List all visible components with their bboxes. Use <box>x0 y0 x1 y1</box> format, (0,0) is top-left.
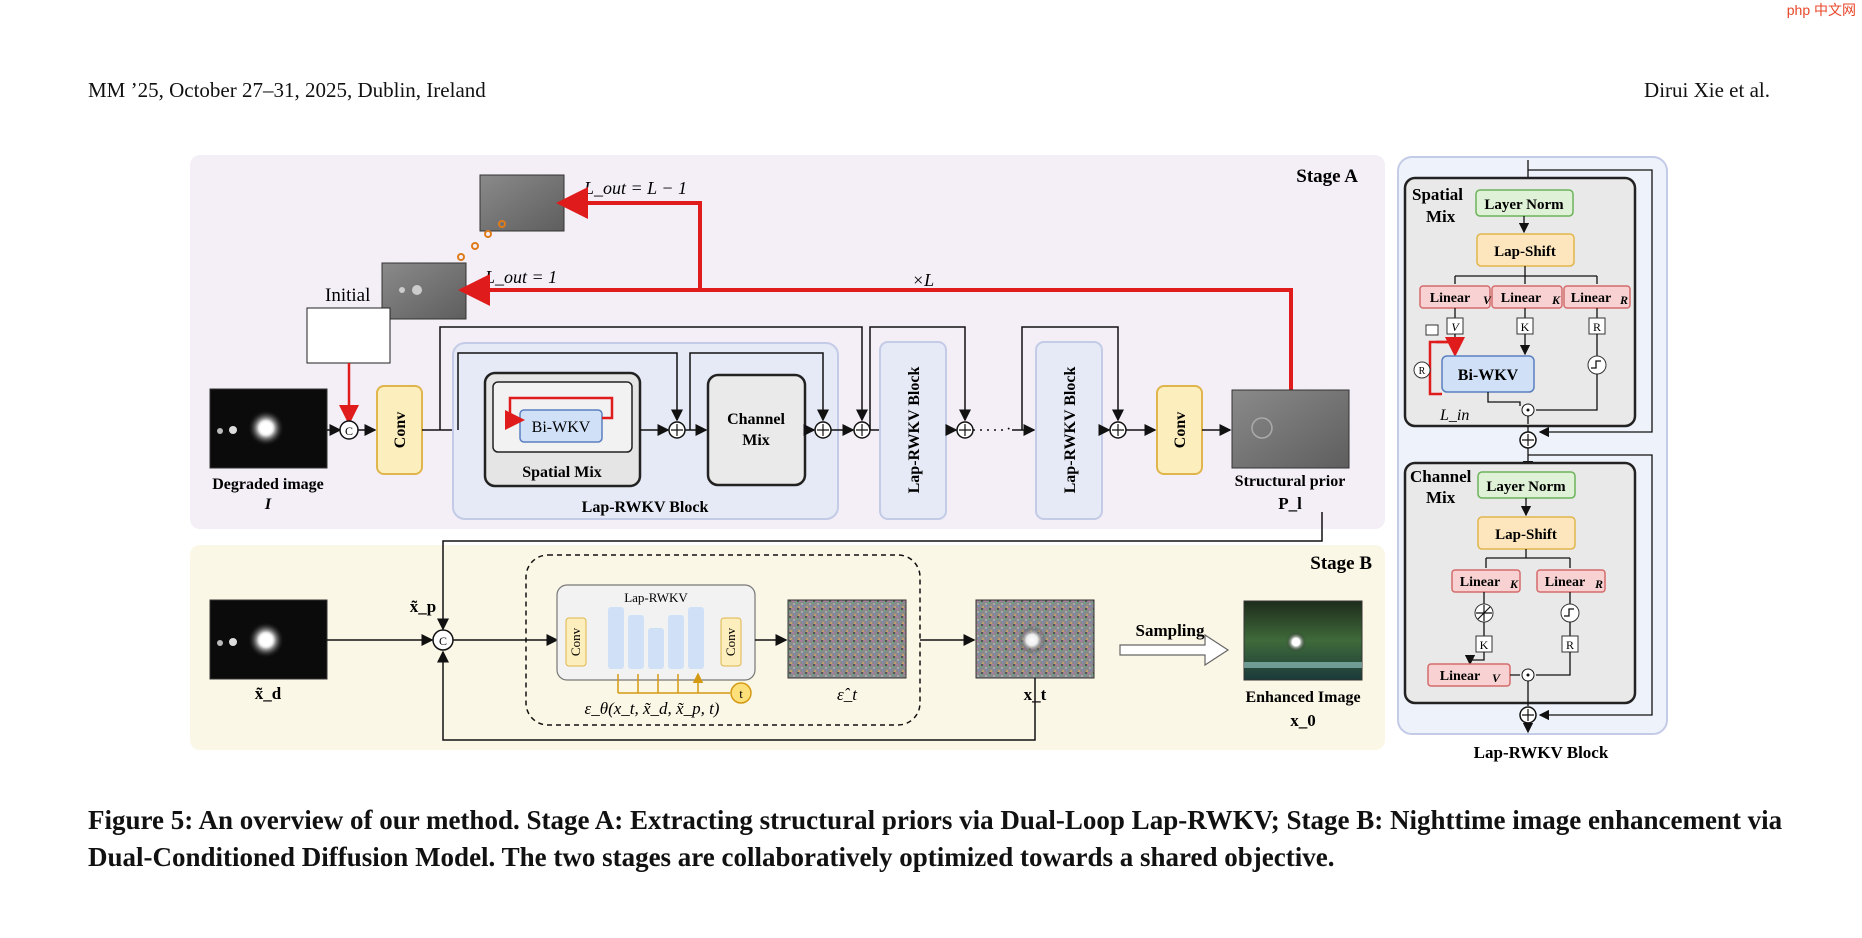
ellipsis: · <box>1006 421 1011 438</box>
linear-r-2 <box>1536 569 1606 593</box>
prior-to-stage-b-arrow <box>437 512 1323 631</box>
spatial-mix-label: Spatial Mix <box>522 464 602 481</box>
sigmoid-node-1 <box>1587 355 1607 375</box>
sigmoid-node-2 <box>1560 603 1580 623</box>
svg-text:Lap-RWKV: Lap-RWKV <box>624 590 688 605</box>
svg-text:K: K <box>1480 638 1489 652</box>
loop-output-image-last <box>479 174 565 232</box>
xd-label: x̃_d <box>255 684 282 703</box>
linear-k-2 <box>1451 569 1521 593</box>
running-header-left: MM ’25, October 27–31, 2025, Dublin, Ire… <box>88 78 486 102</box>
eps-formula: ε_θ(x_t, x̃_d, x̃_p, t) <box>585 699 720 718</box>
svg-text:Lap-RWKV Block: Lap-RWKV Block <box>906 367 923 494</box>
svg-text:C: C <box>439 634 447 648</box>
svg-text:Bi-WKV: Bi-WKV <box>1458 367 1519 384</box>
svg-text:Mix: Mix <box>742 432 770 449</box>
svg-text:Channel: Channel <box>1410 467 1472 486</box>
lout-first-label: L_out = 1 <box>484 267 557 287</box>
xt-feedback-arrow <box>437 650 1036 741</box>
svg-text:Lap-Shift: Lap-Shift <box>1494 244 1556 260</box>
sampling-arrow <box>1119 633 1230 667</box>
svg-text:Lap-Shift: Lap-Shift <box>1495 527 1557 543</box>
repeat-label: ×L <box>912 270 934 290</box>
svg-text:Linear: Linear <box>1460 575 1500 590</box>
lap-rwkv-block-label: Lap-RWKV Block <box>582 499 709 516</box>
svg-text:Conv: Conv <box>392 412 409 448</box>
svg-text:Bi-WKV: Bi-WKV <box>532 419 591 436</box>
svg-text:Linear: Linear <box>1571 291 1611 306</box>
eps-hat-label: ε̂_t <box>837 685 858 704</box>
structural-prior-image <box>1231 389 1350 469</box>
svg-text:Linear: Linear <box>1430 291 1470 306</box>
svg-text:K: K <box>1521 320 1530 334</box>
svg-text:K: K <box>1509 577 1519 591</box>
loop-output-image-first <box>381 262 467 320</box>
timestep-node <box>730 682 752 704</box>
svg-text:R: R <box>1619 293 1628 307</box>
degraded-symbol: I <box>264 496 272 513</box>
running-header-right: Dirui Xie et al. <box>1644 78 1770 102</box>
svg-text:Linear: Linear <box>1501 291 1541 306</box>
xp-label: x̃_p <box>410 597 436 616</box>
structural-prior-symbol: P_l <box>1278 494 1302 513</box>
enhanced-label: Enhanced Image <box>1245 689 1360 706</box>
initial-box <box>306 307 391 364</box>
channel-mix-block-a <box>706 373 807 487</box>
structural-prior-label: Structural prior <box>1235 473 1346 490</box>
svg-text:Conv: Conv <box>1172 412 1189 448</box>
sampling-label: Sampling <box>1136 621 1205 640</box>
svg-text:Spatial: Spatial <box>1412 185 1463 204</box>
x0-label: x_0 <box>1290 711 1316 730</box>
svg-text:t: t <box>739 686 743 701</box>
svg-text:R: R <box>1566 638 1574 652</box>
svg-text:R: R <box>1593 320 1601 334</box>
svg-text:Lap-RWKV Block: Lap-RWKV Block <box>1062 367 1079 494</box>
svg-text:V: V <box>1451 320 1460 334</box>
denoiser-dashed-box <box>525 554 921 726</box>
svg-text:Channel: Channel <box>727 411 785 428</box>
svg-text:C: C <box>345 424 353 438</box>
svg-text:Layer Norm: Layer Norm <box>1486 479 1566 495</box>
predicted-noise-image <box>787 599 907 679</box>
lout-last-label: L_out = L − 1 <box>583 178 687 198</box>
figure-caption: Figure 5: An overview of our method. Sta… <box>88 805 1783 872</box>
right-panel-caption: Lap-RWKV Block <box>1474 743 1609 762</box>
svg-text:Conv: Conv <box>568 627 583 656</box>
stage-b-title: Stage B <box>1310 553 1372 574</box>
linear-k-1 <box>1491 285 1563 309</box>
svg-text:Layer Norm: Layer Norm <box>1484 197 1564 213</box>
watermark: php 中文网 <box>1786 2 1856 18</box>
degraded-label: Degraded image <box>212 476 324 493</box>
r-node-1: R <box>1419 366 1426 377</box>
lin-label: L_in <box>1439 407 1469 424</box>
svg-text:K: K <box>1551 293 1561 307</box>
svg-text:V: V <box>1483 293 1492 307</box>
svg-text:Linear: Linear <box>1440 669 1480 684</box>
svg-text:Linear: Linear <box>1545 575 1585 590</box>
svg-text:Mix: Mix <box>1426 207 1456 226</box>
initial-label: Initial <box>325 285 370 306</box>
svg-text:V: V <box>1492 671 1501 685</box>
stage-a-title: Stage A <box>1296 166 1358 187</box>
svg-text:Mix: Mix <box>1426 488 1456 507</box>
svg-text:Conv: Conv <box>723 627 738 656</box>
svg-text:R: R <box>1594 577 1603 591</box>
